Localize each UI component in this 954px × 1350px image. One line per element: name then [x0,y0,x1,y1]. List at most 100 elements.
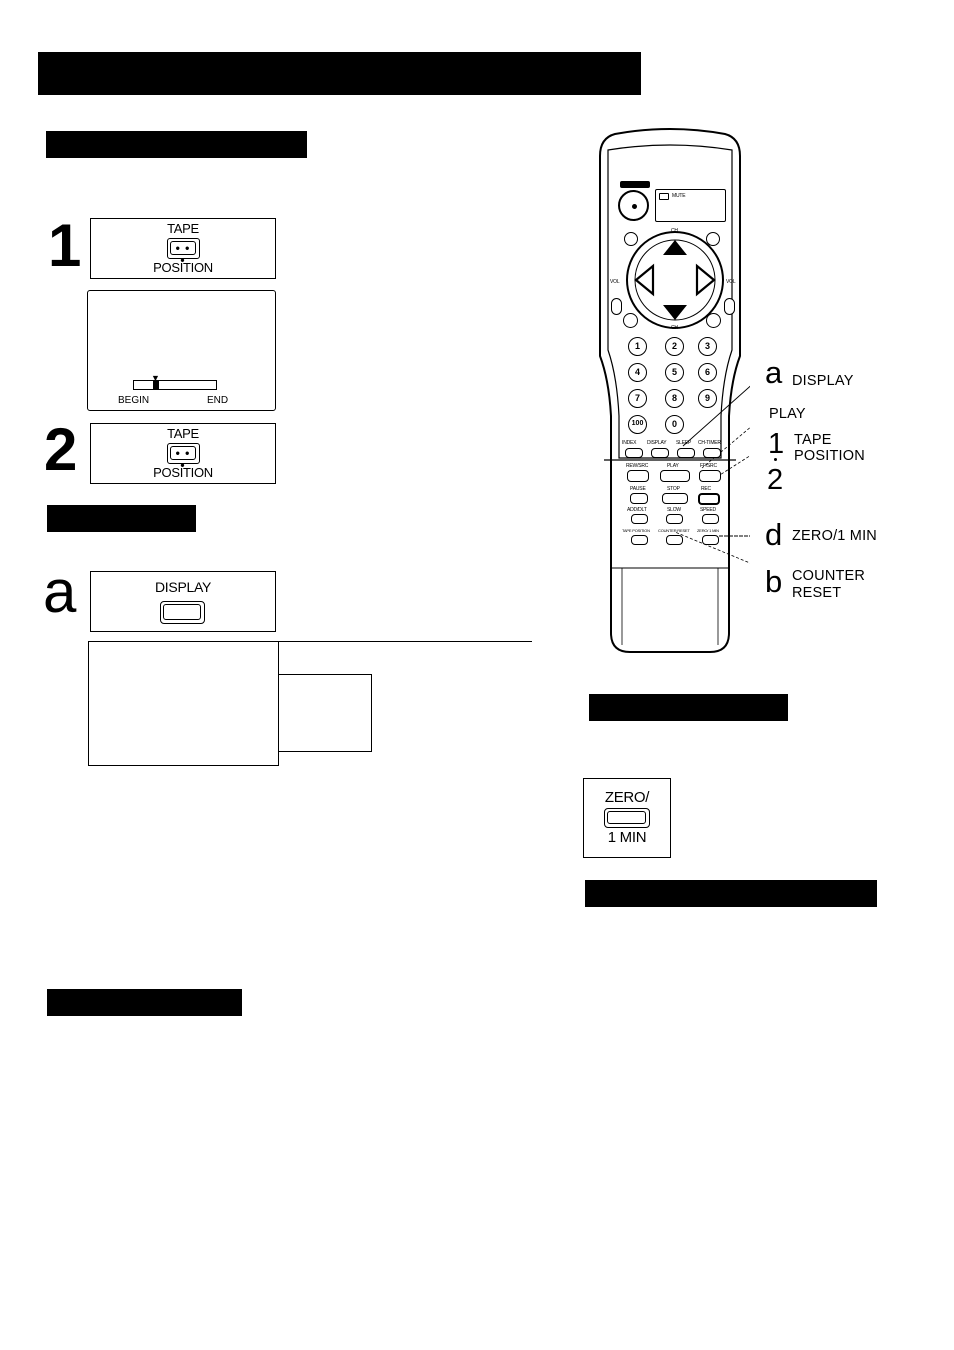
zero-1min-button[interactable] [604,808,650,828]
zero-label: ZERO/ [604,789,650,806]
rec-label: REC [701,486,711,492]
callout-letter-d: d [765,517,783,552]
position-bar [133,380,217,390]
index-label: INDEX [622,440,637,446]
mute-display-window: MUTE [655,189,726,222]
display-tag: DISPLAY [647,440,667,446]
tape-position-button[interactable]: • • • [167,238,200,266]
pause-label: PAUSE [630,486,646,492]
stop-button[interactable] [662,493,688,504]
position-label: POSITION [153,465,213,480]
r-tune-button[interactable] [706,232,720,246]
callout-letter-b: b [765,564,783,599]
slow-button[interactable] [666,514,683,524]
vol-up-button[interactable] [724,298,735,315]
zero-remote-button[interactable] [702,535,719,545]
dots-icon: • • • [175,446,191,472]
ch-up-label: CH [671,228,678,234]
display-button-box: DISPLAY [90,571,276,632]
section-heading-bar-4 [589,694,788,721]
mute-tag: MUTE [672,193,686,199]
position-marker-icon: ▼ [151,373,160,383]
num-6-button[interactable]: 6 [698,363,717,382]
mute-button[interactable] [624,232,638,246]
divider-line [276,641,532,642]
num-7-button[interactable]: 7 [628,389,647,408]
play-tag: PLAY [667,463,679,469]
rew-label: REW/SRC [626,463,649,469]
add-dlt-label: ADD/DLT [627,507,647,513]
callout-counter: COUNTER [792,568,866,584]
sleep-label: SLEEP [676,440,692,446]
power-icon [632,204,637,209]
num-4-button[interactable]: 4 [628,363,647,382]
action-right-button[interactable] [706,313,721,328]
vol-right-label: VOL [726,279,736,285]
index-button[interactable] [625,448,643,458]
tape-position-remote-button[interactable] [631,535,648,545]
section-heading-bar-1 [46,131,307,158]
display-screen-inset [278,674,372,752]
section-heading-bar-3 [47,989,242,1016]
ch-timer-button[interactable] [703,448,721,458]
callout-position: POSITION [794,448,865,464]
begin-label: BEGIN [118,395,150,406]
display-remote-button[interactable] [651,448,669,458]
num-5-button[interactable]: 5 [665,363,684,382]
add-dlt-button[interactable] [631,514,648,524]
pause-button[interactable] [630,493,648,504]
sleep-button[interactable] [677,448,695,458]
position-indicator [153,381,159,389]
power-label-tag [620,181,650,188]
vol-left-label: VOL [610,279,620,285]
speed-button[interactable] [702,514,719,524]
num-1-button[interactable]: 1 [628,337,647,356]
num-8-button[interactable]: 8 [665,389,684,408]
counter-reset-button[interactable] [666,535,683,545]
ff-label: FF/SRC [700,463,717,469]
stop-label: STOP [667,486,680,492]
display-button[interactable] [160,601,205,624]
display-label: DISPLAY [155,579,211,595]
callout-num-1: 1 [768,428,785,460]
dots-icon: • • • [175,241,191,267]
action-left-button[interactable] [623,313,638,328]
callout-num-2: 2 [767,464,784,496]
play-button[interactable] [660,470,690,482]
callout-display: DISPLAY [792,373,854,389]
zero-1min-button-inner [607,811,646,824]
rec-button[interactable] [698,493,720,505]
zero-1min-button-box: ZERO/ 1 MIN [583,778,671,858]
step-number-1: 1 [48,212,82,279]
num-100-button[interactable]: 100 [628,415,647,434]
tape-position-button[interactable]: • • • [167,443,200,471]
tape-position-button-box-2: TAPE • • • POSITION [90,423,276,484]
callout-letter-a: a [765,355,783,390]
callout-play: PLAY [769,406,806,422]
num-9-button[interactable]: 9 [698,389,717,408]
rewind-button[interactable] [627,470,649,482]
ch-timer-label: CH-TIMER [698,440,721,446]
step-number-2: 2 [44,416,78,483]
num-0-button[interactable]: 0 [665,415,684,434]
position-label: POSITION [153,260,213,275]
tape-label: TAPE [167,426,199,441]
power-button[interactable] [618,190,649,221]
display-screen-frame [88,641,279,766]
step-letter-a: a [43,558,77,625]
slow-label: SLOW [667,507,681,513]
display-button-inner [163,604,201,620]
end-label: END [207,395,229,406]
zero-tag: ZERO/ 1 MIN [697,528,719,533]
tape-position-button-inner: • • • [170,241,196,266]
num-2-button[interactable]: 2 [665,337,684,356]
section-heading-bar-5 [585,880,877,907]
counter-reset-tag: COUNTER RESET [658,528,690,533]
callout-reset: RESET [792,585,842,601]
fast-forward-button[interactable] [699,470,721,482]
ch-down-label: CH [671,325,678,331]
num-3-button[interactable]: 3 [698,337,717,356]
vol-down-button[interactable] [611,298,622,315]
one-min-label: 1 MIN [607,829,647,846]
tape-label: TAPE [167,221,199,236]
